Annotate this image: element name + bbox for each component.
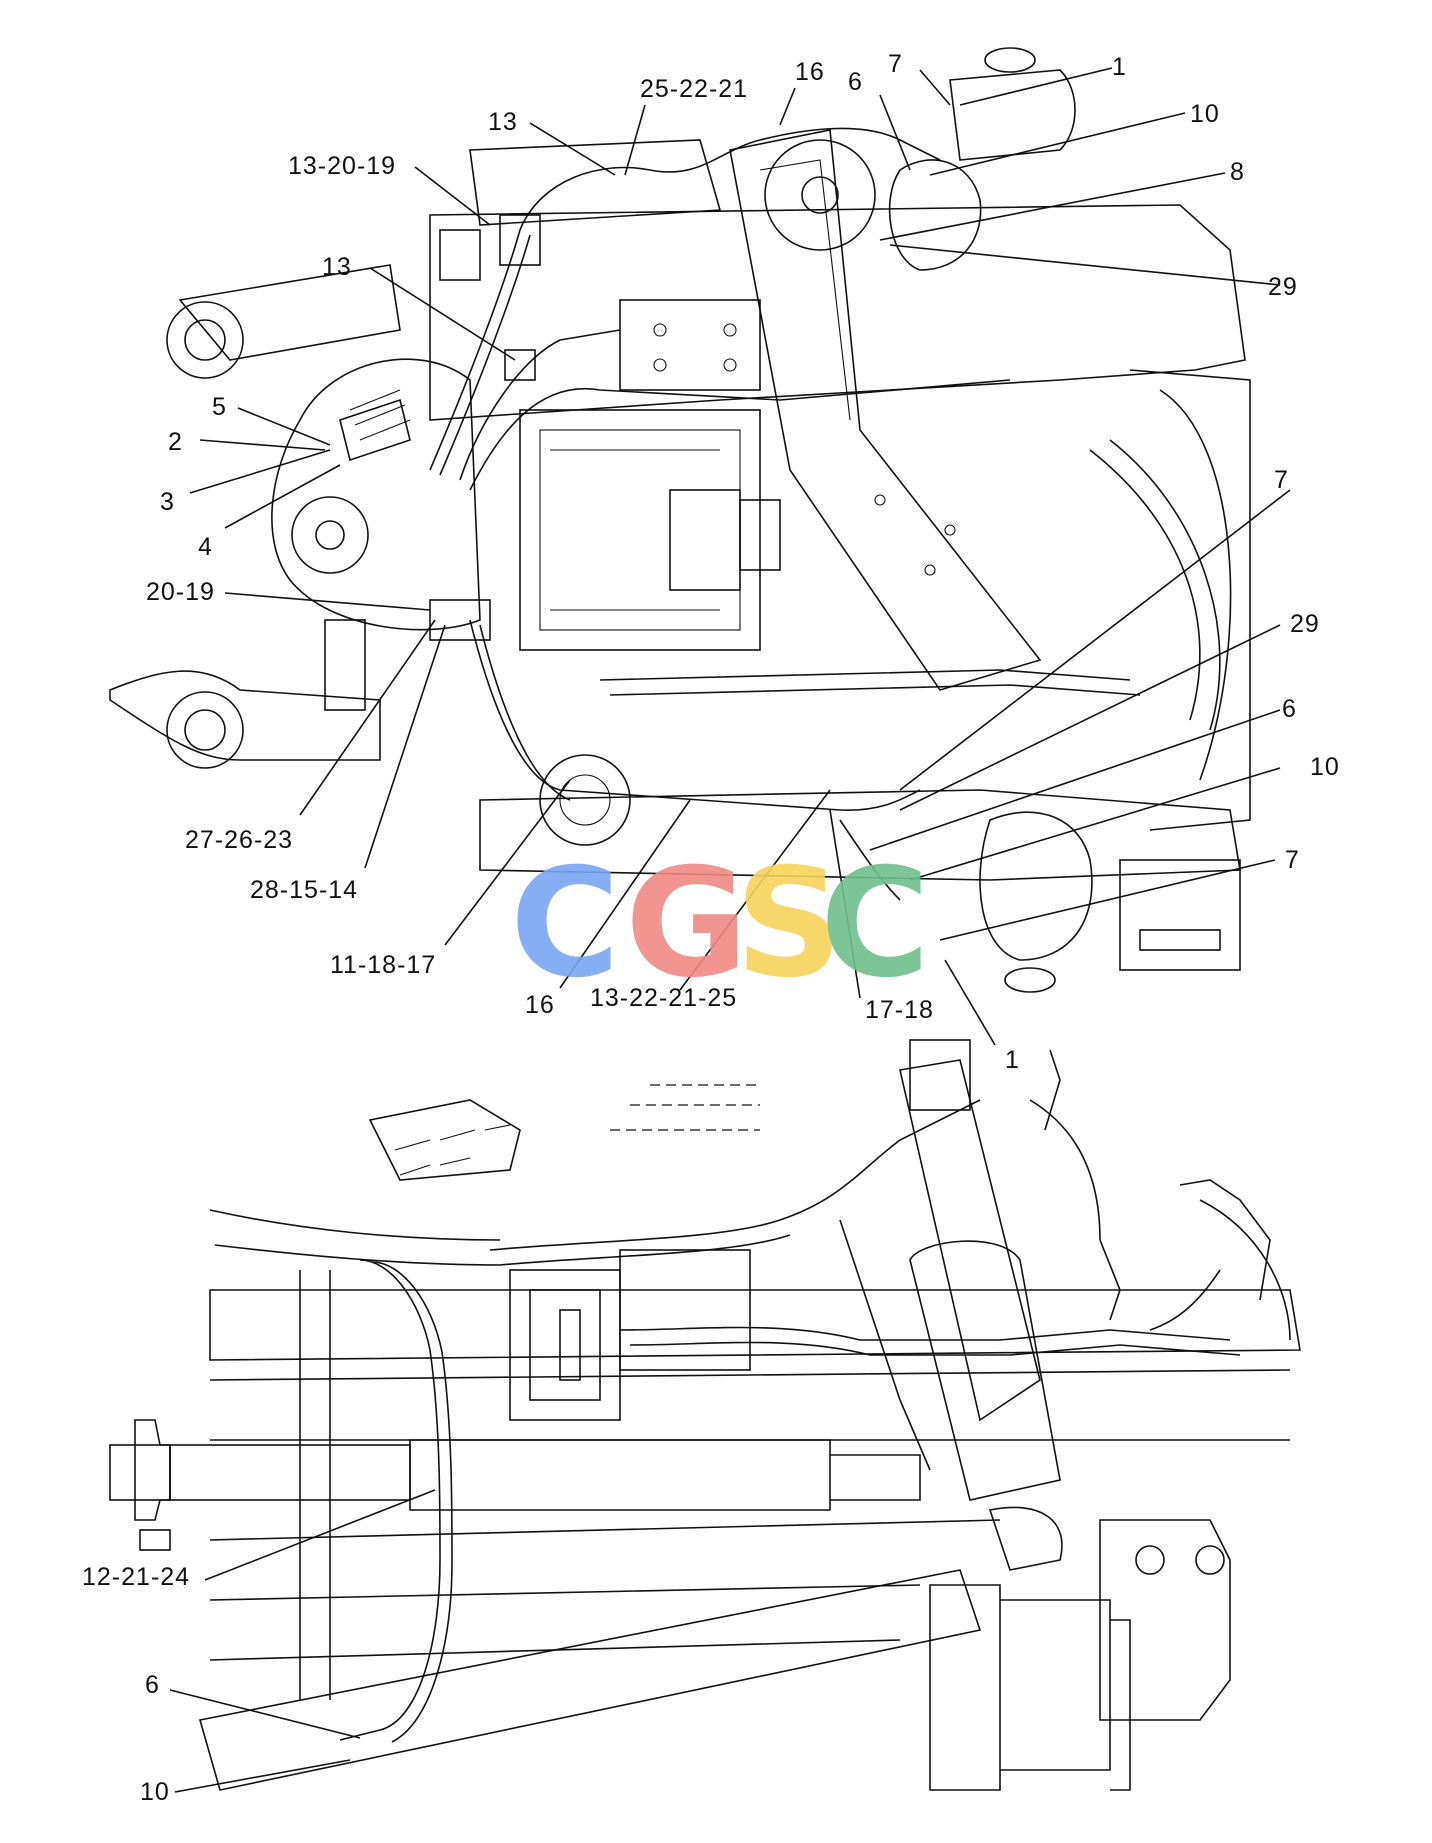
callout-8: 8 [1230, 158, 1245, 186]
callout-12-21-24: 12-21-24 [82, 1563, 190, 1591]
callout-6-bottom: 6 [145, 1671, 160, 1699]
callout-29-top: 29 [1268, 273, 1298, 301]
callout-27-26-23: 27-26-23 [185, 826, 293, 854]
callout-10-right: 10 [1310, 753, 1340, 781]
callout-5: 5 [212, 393, 227, 421]
callout-11-18-17: 11-18-17 [330, 951, 436, 979]
callout-16-lower: 16 [525, 991, 555, 1019]
top-assembly-drawing [109, 47, 1251, 993]
callout-13-mid: 13 [322, 253, 352, 281]
callout-1-lower: 1 [1005, 1046, 1020, 1074]
callout-labels-bottom: 12-21-24 6 10 [82, 1563, 190, 1806]
callout-10-bottom: 10 [140, 1778, 170, 1806]
cgsc-watermark: C G S C [510, 837, 930, 1011]
callout-28-15-14: 28-15-14 [250, 876, 358, 904]
callout-3: 3 [160, 488, 175, 516]
callout-4: 4 [198, 533, 213, 561]
watermark-letter-s: S [735, 837, 843, 1011]
callout-7-lower: 7 [1285, 846, 1300, 874]
callout-25-22-21: 25-22-21 [640, 75, 748, 103]
callout-13-22-21-25: 13-22-21-25 [590, 984, 737, 1012]
callout-16-top: 16 [795, 58, 825, 86]
watermark-letter-g: G [625, 837, 748, 1011]
callout-2: 2 [168, 428, 183, 456]
callout-7-top: 7 [888, 50, 903, 78]
callout-29-right: 29 [1290, 610, 1320, 638]
callout-13-20-19: 13-20-19 [288, 152, 396, 180]
watermark-letter-c1: C [510, 837, 620, 1011]
callout-1-top: 1 [1112, 53, 1127, 81]
callout-10-top: 10 [1190, 100, 1220, 128]
callout-7-right: 7 [1274, 466, 1289, 494]
callout-leaders [169, 67, 1291, 1793]
callout-13-top: 13 [488, 108, 518, 136]
callout-labels-top: 1 7 6 16 25-22-21 10 13 8 13-20-19 29 13… [146, 50, 1340, 1074]
callout-6-right: 6 [1282, 695, 1297, 723]
bottom-assembly-drawing [109, 1039, 1301, 1791]
watermark-letter-c2: C [820, 837, 930, 1011]
callout-6-top: 6 [848, 68, 863, 96]
callout-17-18: 17-18 [865, 996, 934, 1024]
callout-20-19: 20-19 [146, 578, 215, 606]
